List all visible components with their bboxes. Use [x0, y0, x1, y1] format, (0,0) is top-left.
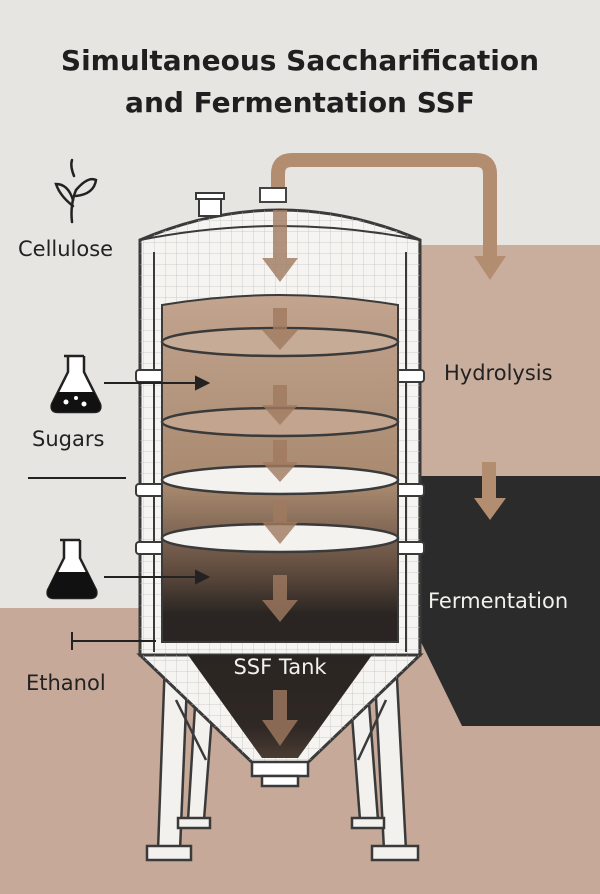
sugars-label: Sugars — [32, 427, 104, 451]
transfer-arrow-right — [474, 462, 506, 520]
flow-arrows — [262, 210, 298, 746]
pointer-lines — [28, 375, 211, 650]
plant-sprout-icon — [54, 158, 98, 224]
ethanol-label: Ethanol — [26, 671, 106, 695]
ethanol-flask-icon — [46, 538, 98, 600]
fermentation-label: Fermentation — [428, 589, 568, 613]
title-line-1: Simultaneous Saccharification — [61, 44, 539, 77]
fermentation-panel — [420, 476, 600, 726]
cellulose-label: Cellulose — [18, 237, 113, 261]
tank-label: SSF Tank — [233, 655, 327, 679]
title-line-2: and Fermentation SSF — [125, 86, 475, 119]
sugars-flask-icon — [50, 354, 102, 414]
tank-legs — [145, 658, 420, 862]
inlet-pipe — [259, 153, 506, 280]
hydrolysis-label: Hydrolysis — [444, 361, 553, 385]
